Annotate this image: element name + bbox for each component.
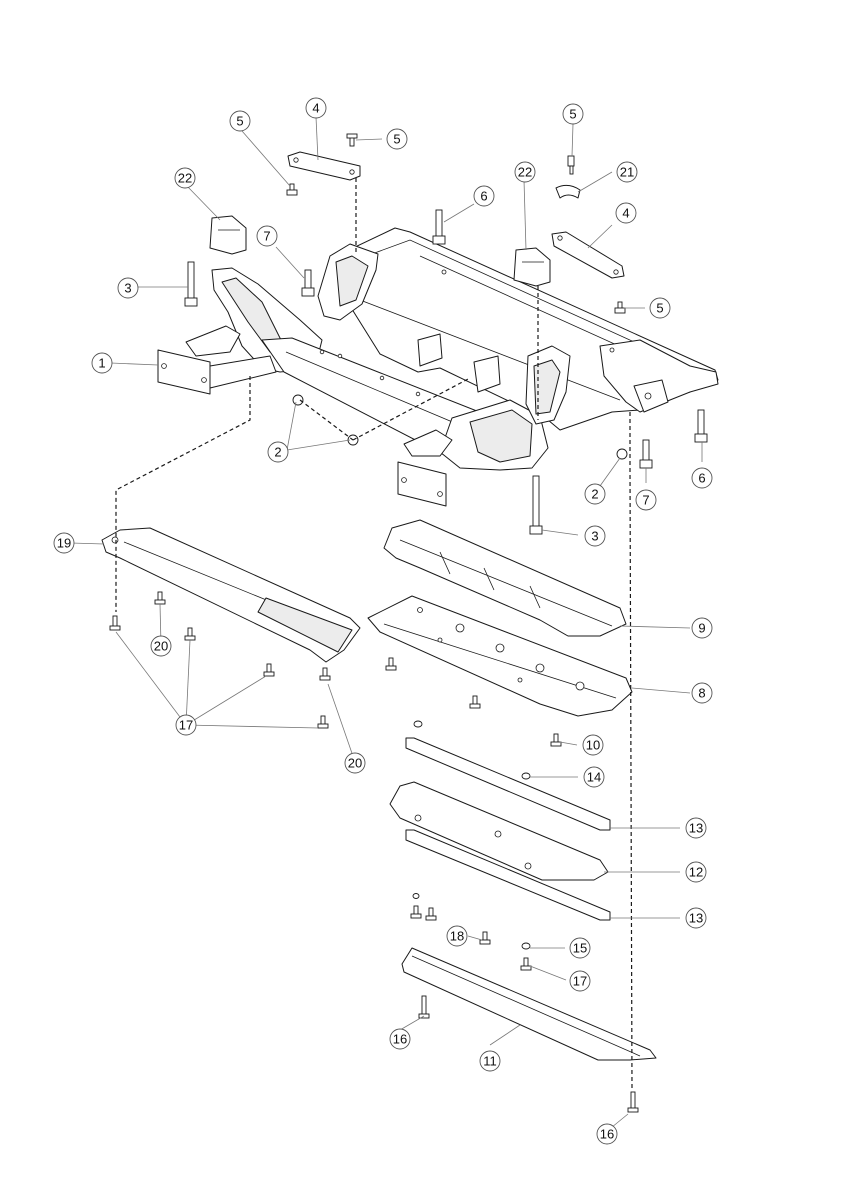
callout-17: 17: [175, 714, 197, 736]
svg-text:13: 13: [689, 821, 703, 836]
callout-2: 2: [267, 441, 289, 463]
upper-hardware: [184, 133, 708, 535]
bolt-5-c: [567, 155, 575, 167]
mount-22-right: [513, 247, 551, 287]
callout-3: 3: [117, 277, 139, 299]
callout-18: 18: [446, 925, 468, 947]
svg-text:15: 15: [573, 941, 587, 956]
svg-text:3: 3: [591, 529, 598, 544]
svg-text:3: 3: [124, 281, 131, 296]
svg-text:1: 1: [98, 356, 105, 371]
svg-text:16: 16: [393, 1032, 407, 1047]
svg-text:10: 10: [586, 738, 600, 753]
svg-text:19: 19: [57, 536, 71, 551]
svg-text:2: 2: [591, 487, 598, 502]
callout-14: 14: [583, 766, 605, 788]
svg-text:18: 18: [450, 929, 464, 944]
svg-text:7: 7: [642, 493, 649, 508]
callout-2: 2: [584, 483, 606, 505]
callout-20: 20: [344, 752, 366, 774]
svg-text:8: 8: [698, 686, 705, 701]
cover-panel-9: [383, 519, 627, 637]
splash-shield-11: [401, 947, 657, 1061]
callout-5: 5: [386, 128, 408, 150]
svg-text:21: 21: [620, 165, 634, 180]
svg-text:5: 5: [393, 132, 400, 147]
seal-strip-13-upper: [405, 737, 611, 831]
callout-11: 11: [479, 1050, 501, 1072]
svg-text:20: 20: [154, 639, 168, 654]
svg-text:20: 20: [348, 756, 362, 771]
svg-text:11: 11: [483, 1054, 497, 1069]
callout-6: 6: [691, 467, 713, 489]
svg-text:16: 16: [600, 1127, 614, 1142]
callout-21: 21: [616, 161, 638, 183]
bolt-7-upper: [304, 269, 312, 291]
callout-16: 16: [389, 1028, 411, 1050]
bolt-6-upper: [435, 209, 443, 239]
bracket-4-left: [287, 151, 361, 181]
callout-16: 16: [596, 1123, 618, 1145]
bolt-7-right: [642, 439, 650, 463]
svg-text:22: 22: [178, 171, 192, 186]
svg-text:22: 22: [518, 165, 532, 180]
bolt-3-left: [187, 261, 195, 301]
svg-text:13: 13: [689, 911, 703, 926]
svg-text:5: 5: [236, 114, 243, 129]
bolt-3-lower: [532, 475, 540, 529]
alignment-lines: [115, 178, 633, 1089]
callout-9: 9: [691, 617, 713, 639]
side-rail-fasteners: [109, 591, 331, 729]
callout-4: 4: [305, 97, 327, 119]
callout-1: 1: [91, 352, 113, 374]
callout-22: 22: [174, 167, 196, 189]
callout-20: 20: [150, 635, 172, 657]
skid-plate-8: [367, 595, 633, 717]
callout-13: 13: [685, 907, 707, 929]
callout-3: 3: [584, 525, 606, 547]
svg-text:14: 14: [587, 770, 601, 785]
clip-21: [555, 184, 581, 199]
svg-text:17: 17: [573, 974, 587, 989]
svg-text:4: 4: [312, 101, 319, 116]
bolt-6-right: [697, 409, 705, 437]
callout-17: 17: [569, 970, 591, 992]
callout-7: 7: [635, 489, 657, 511]
callout-19: 19: [53, 532, 75, 554]
callout-5: 5: [229, 110, 251, 132]
svg-text:9: 9: [698, 621, 705, 636]
svg-text:5: 5: [656, 301, 663, 316]
callout-4: 4: [615, 202, 637, 224]
svg-text:7: 7: [263, 229, 270, 244]
lower-fasteners: [410, 893, 532, 971]
svg-text:2: 2: [274, 445, 281, 460]
seal-strip-13-lower: [405, 829, 611, 921]
svg-text:6: 6: [480, 189, 487, 204]
svg-text:17: 17: [179, 718, 193, 733]
callout-15: 15: [569, 937, 591, 959]
nut-2-a: [292, 394, 304, 406]
svg-text:6: 6: [698, 471, 705, 486]
callout-6: 6: [473, 185, 495, 207]
callout-12: 12: [685, 861, 707, 883]
cover-panel-12: [389, 781, 609, 881]
bracket-4-right: [551, 231, 625, 279]
side-rail-19: [101, 527, 361, 663]
mount-22-left: [209, 215, 247, 255]
svg-text:4: 4: [622, 206, 629, 221]
callout-5: 5: [649, 297, 671, 319]
callout-5: 5: [562, 103, 584, 125]
callout-22: 22: [514, 161, 536, 183]
subframe-assembly: [157, 227, 719, 507]
callout-7: 7: [256, 225, 278, 247]
callout-13: 13: [685, 817, 707, 839]
svg-text:5: 5: [569, 107, 576, 122]
leader-lines: [70, 116, 703, 1133]
svg-text:12: 12: [689, 865, 703, 880]
callout-8: 8: [691, 682, 713, 704]
panel-fasteners: [385, 657, 562, 780]
nut-2-c: [616, 448, 628, 460]
callout-10: 10: [582, 734, 604, 756]
